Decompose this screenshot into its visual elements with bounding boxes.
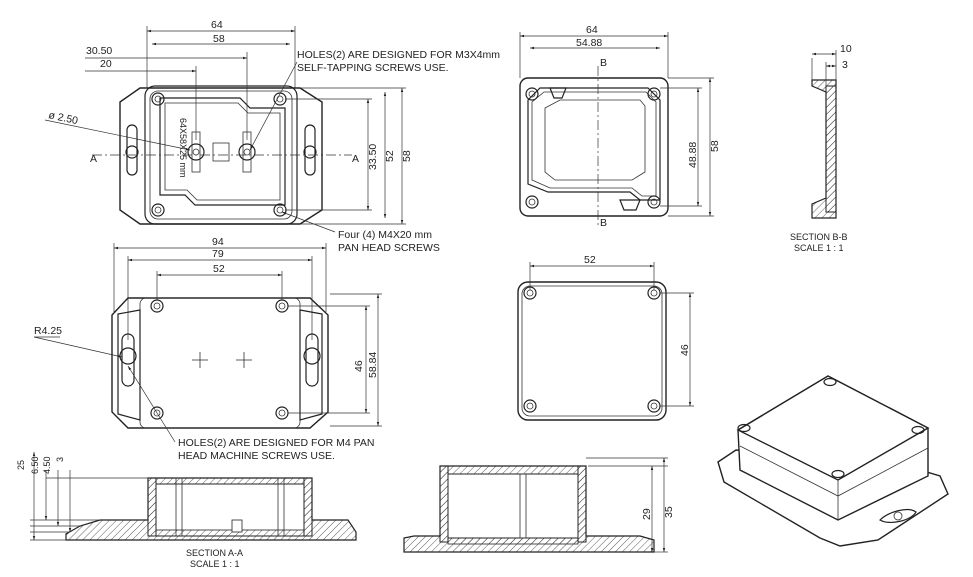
dim-46: 46 — [353, 360, 365, 372]
dim-lid-46: 46 — [679, 344, 691, 356]
dim-lid-64: 64 — [586, 24, 598, 36]
note-holes-line2: SELF-TAPPING SCREWS USE. — [297, 62, 449, 74]
lid-bottom-view: 52 46 — [517, 254, 694, 421]
lid-view: B B 64 54.88 48.88 58 — [519, 24, 721, 229]
dim-b-3: 3 — [842, 59, 848, 71]
dim-lid-58: 58 — [709, 140, 721, 152]
side-section: 29 35 — [403, 457, 675, 553]
dim-58-84: 58.84 — [367, 352, 379, 378]
section-b-scale: SCALE 1 : 1 — [794, 243, 844, 253]
product-label: 64X58X25 mm — [178, 118, 188, 178]
dim-10: 10 — [840, 43, 852, 55]
section-b-title: SECTION B-B — [790, 232, 848, 242]
section-mark-b-bottom: B — [600, 217, 607, 229]
section-a-scale: SCALE 1 : 1 — [190, 559, 240, 569]
dim-52-vertical: 52 — [384, 150, 396, 162]
section-mark-left: A — [90, 153, 97, 165]
note-m4-line1: HOLES(2) ARE DESIGNED FOR M4 PAN — [178, 437, 374, 449]
dim-20: 20 — [100, 58, 112, 70]
dim-diameter: ø 2.50 — [47, 109, 79, 127]
dim-4-50: 4.50 — [42, 456, 52, 474]
dim-58: 58 — [213, 33, 225, 45]
dim-79: 79 — [212, 248, 224, 260]
dim-6-50: 6.50 — [30, 456, 40, 474]
bottom-view: 94 79 52 46 58.84 R4.25 HOLES(2) ARE DES… — [33, 236, 382, 462]
top-view: 64X58X25 mm A A 64 58 30.50 20 ø 2.50 33… — [44, 19, 500, 254]
dim-25: 25 — [16, 460, 26, 470]
dim-radius: R4.25 — [34, 325, 62, 337]
dim-94: 94 — [212, 236, 224, 248]
dim-58-vertical: 58 — [401, 150, 413, 162]
section-mark-right: A — [352, 153, 359, 165]
dim-64: 64 — [211, 19, 223, 31]
note-m4-line2: HEAD MACHINE SCREWS USE. — [178, 450, 335, 462]
section-a-a: 25 6.50 4.50 3 SECTION A-A SCALE 1 : 1 — [16, 452, 357, 569]
section-mark-b-top: B — [600, 57, 607, 69]
dim-3: 3 — [55, 457, 65, 462]
section-b-b: 10 3 SECTION B-B SCALE 1 : 1 — [790, 43, 852, 253]
isometric-view — [717, 375, 949, 547]
note-holes-line1: HOLES(2) ARE DESIGNED FOR M3X4mm — [297, 49, 500, 61]
dim-lid-52: 52 — [584, 254, 596, 266]
dim-29: 29 — [641, 508, 653, 520]
note-screws-line1: Four (4) M4X20 mm — [338, 229, 432, 241]
dim-30-50: 30.50 — [86, 45, 112, 57]
section-a-title: SECTION A-A — [186, 548, 243, 558]
dim-35: 35 — [663, 506, 675, 518]
dim-54-88: 54.88 — [576, 37, 602, 49]
note-screws-line2: PAN HEAD SCREWS — [338, 242, 440, 254]
dim-33-50: 33.50 — [367, 144, 379, 170]
dim-48-88: 48.88 — [687, 142, 699, 168]
dim-52: 52 — [213, 263, 225, 275]
